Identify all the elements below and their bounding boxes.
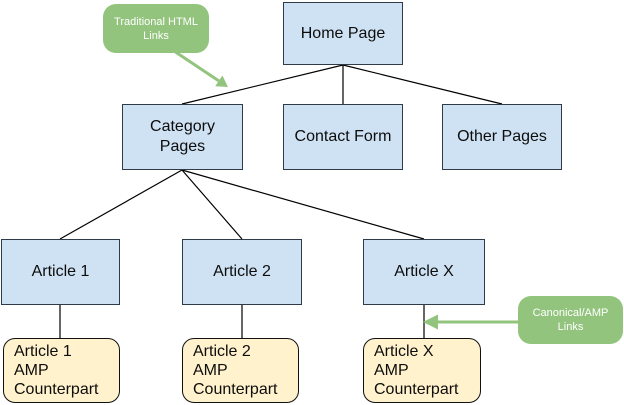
connector-home-category bbox=[181, 64, 344, 105]
node-article-x: Article X bbox=[363, 239, 485, 305]
node-article-1: Article 1 bbox=[1, 239, 120, 305]
node-article-2: Article 2 bbox=[182, 239, 302, 305]
node-category-pages: Category Pages bbox=[122, 104, 243, 170]
node-home-page: Home Page bbox=[283, 2, 403, 65]
amp-node-article-2: Article 2 AMP Counterpart bbox=[182, 338, 299, 403]
note-canonical-amp-links: Canonical/AMP Links bbox=[518, 296, 623, 344]
arrow-canonical-links bbox=[423, 314, 518, 330]
connector-category-article1 bbox=[59, 169, 183, 240]
amp-node-article-x: Article X AMP Counterpart bbox=[363, 338, 481, 403]
connector-category-articlex bbox=[181, 169, 425, 240]
node-other-pages: Other Pages bbox=[442, 104, 562, 170]
amp-node-article-1: Article 1 AMP Counterpart bbox=[3, 338, 120, 403]
node-contact-form: Contact Form bbox=[283, 104, 403, 170]
note-traditional-html-links: Traditional HTML Links bbox=[103, 4, 209, 53]
connector-category-article2 bbox=[181, 169, 243, 240]
connector-home-other bbox=[342, 64, 503, 105]
